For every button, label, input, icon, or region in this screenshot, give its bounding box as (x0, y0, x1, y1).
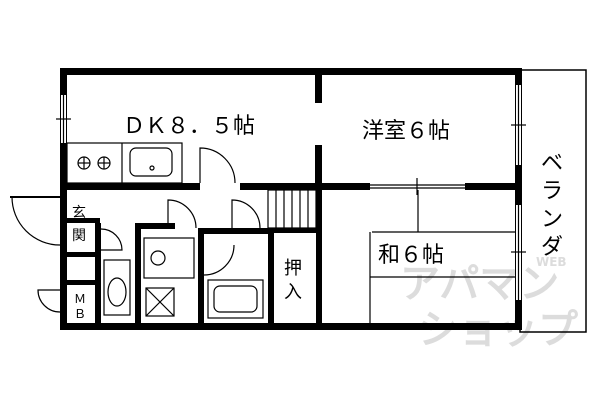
veranda-label-char-3: ン (541, 207, 563, 232)
room-label-western: 洋室６帖 (362, 119, 450, 144)
closet-label-char-1: 押 (284, 258, 302, 279)
veranda-label-char-2: ラ (541, 179, 563, 204)
watermark-line1: アパマン (400, 261, 559, 307)
wash-area (143, 237, 195, 317)
stairs (267, 189, 317, 229)
bathtub (207, 279, 264, 319)
interior-walls (60, 68, 522, 330)
outer-walls (60, 68, 522, 330)
watermark: アパマン ショップ WEB (400, 255, 578, 353)
kitchen-counter (66, 142, 183, 184)
watermark-web: WEB (536, 255, 567, 269)
doors (10, 147, 261, 313)
toilet (103, 259, 131, 316)
room-label-japanese: 和６帖 (378, 243, 444, 268)
mb-label-char-2: Ｂ (74, 307, 86, 321)
veranda-label-char-1: ベ (541, 151, 563, 176)
veranda-label-char-4: ダ (541, 235, 563, 260)
closet-label-char-2: 入 (284, 282, 302, 303)
sliding-partition (370, 178, 465, 195)
windows (56, 85, 526, 300)
entrance-label-char-2: 関 (72, 228, 86, 244)
entrance-label-char-1: 玄 (72, 204, 86, 221)
japanese-room-lines (369, 190, 515, 323)
mb-label-char-1: Ｍ (74, 292, 86, 306)
room-label-dk: ＤＫ８．５帖 (123, 114, 255, 139)
